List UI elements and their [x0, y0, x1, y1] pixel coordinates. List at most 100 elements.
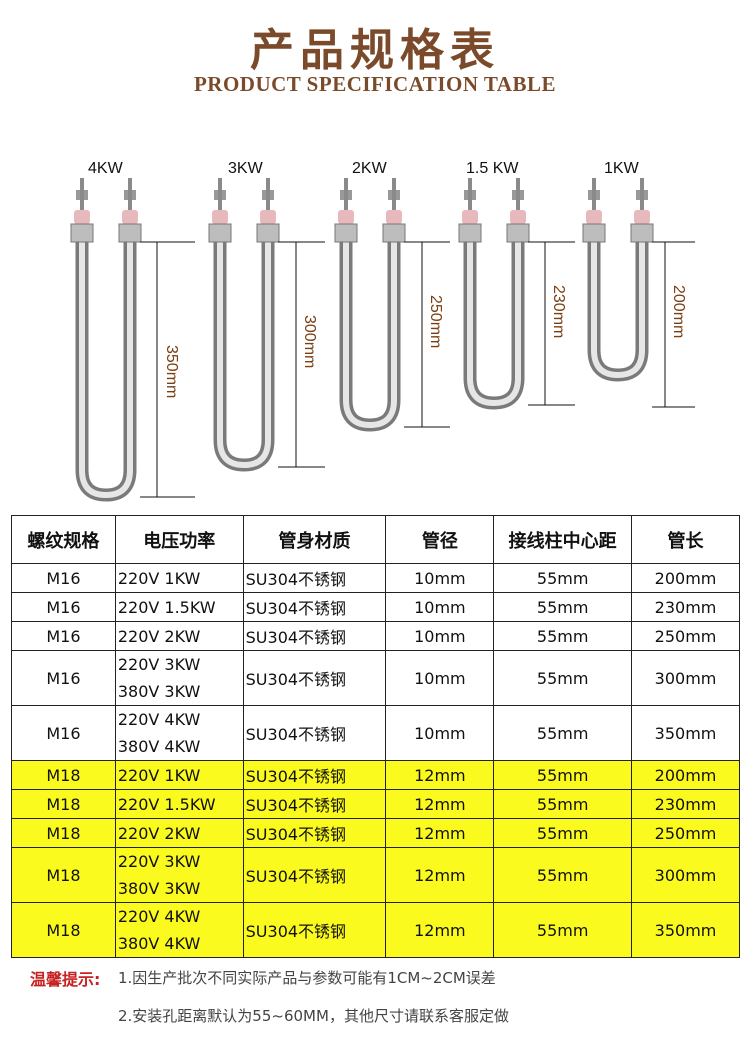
voltage-line: 380V 4KW — [117, 934, 201, 953]
cell-length: 230mm — [631, 592, 740, 622]
cell-pitch: 55mm — [493, 789, 633, 819]
table-row: M18 220V 1.5KW SU304不锈钢 12mm 55mm 230mm — [11, 789, 740, 819]
cell-voltage-power: 220V 1KW — [114, 760, 244, 790]
cell-length: 350mm — [631, 902, 740, 958]
cell-diameter: 12mm — [385, 902, 495, 958]
cell-material: SU304不锈钢 — [242, 760, 387, 790]
cell-thread: M18 — [11, 818, 116, 848]
cell-thread: M18 — [11, 902, 116, 958]
cell-voltage-power: 220V 3KW 380V 3KW — [114, 847, 244, 903]
cell-thread: M16 — [11, 563, 116, 593]
cell-diameter: 10mm — [385, 705, 495, 761]
cell-voltage-power: 220V 2KW — [114, 621, 244, 651]
note-line-1: 1.因生产批次不同实际产品与参数可能有1CM~2CM误差 — [118, 969, 496, 987]
cell-material: SU304不锈钢 — [242, 847, 387, 903]
heater-length-label: 200mm — [670, 285, 687, 339]
cell-pitch: 55mm — [493, 705, 633, 761]
cell-pitch: 55mm — [493, 760, 633, 790]
cell-material: SU304不锈钢 — [242, 818, 387, 848]
cell-pitch: 55mm — [493, 847, 633, 903]
heater-3kw-image — [213, 233, 275, 472]
cell-length: 300mm — [631, 650, 740, 706]
table-row: M16 220V 3KW 380V 3KW SU304不锈钢 10mm 55mm… — [11, 650, 740, 706]
heater-length-label: 350mm — [163, 345, 180, 399]
table-row: M16 220V 1KW SU304不锈钢 10mm 55mm 200mm — [11, 563, 740, 593]
cell-pitch: 55mm — [493, 592, 633, 622]
table-row: M16 220V 4KW 380V 4KW SU304不锈钢 10mm 55mm… — [11, 705, 740, 761]
voltage-line: 220V 3KW — [117, 852, 201, 871]
heater-power-label: 3KW — [228, 160, 263, 177]
cell-voltage-power: 220V 4KW 380V 4KW — [114, 705, 244, 761]
cell-thread: M18 — [11, 760, 116, 790]
cell-material: SU304不锈钢 — [242, 592, 387, 622]
cell-pitch: 55mm — [493, 621, 633, 651]
note-line-2: 2.安装孔距离默认为55~60MM，其他尺寸请联系客服定做 — [118, 1007, 509, 1025]
cell-diameter: 10mm — [385, 563, 495, 593]
cell-diameter: 10mm — [385, 621, 495, 651]
cell-diameter: 10mm — [385, 592, 495, 622]
col-header-material: 管身材质 — [242, 515, 387, 564]
page-subtitle: PRODUCT SPECIFICATION TABLE — [193, 72, 556, 96]
table-row: M16 220V 1.5KW SU304不锈钢 10mm 55mm 230mm — [11, 592, 740, 622]
cell-material: SU304不锈钢 — [242, 789, 387, 819]
terminal-fittings — [70, 178, 654, 243]
cell-length: 200mm — [631, 563, 740, 593]
cell-voltage-power: 220V 1.5KW — [114, 592, 244, 622]
col-header-thread: 螺纹规格 — [11, 515, 116, 564]
cell-voltage-power: 220V 3KW 380V 3KW — [114, 650, 244, 706]
heater-power-label: 4KW — [88, 160, 123, 177]
heater-power-label: 2KW — [352, 160, 387, 177]
cell-pitch: 55mm — [493, 563, 633, 593]
dimension-lines — [140, 241, 695, 498]
cell-material: SU304不锈钢 — [242, 563, 387, 593]
cell-pitch: 55mm — [493, 818, 633, 848]
notes-label: 温馨提示: — [30, 970, 101, 989]
heater-1-5kw-image — [463, 233, 525, 410]
cell-length: 230mm — [631, 789, 740, 819]
cell-diameter: 10mm — [385, 650, 495, 706]
cell-thread: M16 — [11, 650, 116, 706]
col-header-voltage-power: 电压功率 — [114, 515, 244, 564]
cell-material: SU304不锈钢 — [242, 705, 387, 761]
cell-thread: M16 — [11, 705, 116, 761]
table-row: M18 220V 3KW 380V 3KW SU304不锈钢 12mm 55mm… — [11, 847, 740, 903]
cell-material: SU304不锈钢 — [242, 650, 387, 706]
table-row: M18 220V 2KW SU304不锈钢 12mm 55mm 250mm — [11, 818, 740, 848]
cell-length: 250mm — [631, 818, 740, 848]
cell-length: 200mm — [631, 760, 740, 790]
cell-thread: M16 — [11, 621, 116, 651]
heater-length-label: 230mm — [550, 285, 567, 339]
heater-length-label: 300mm — [301, 315, 318, 369]
col-header-terminal-pitch: 接线柱中心距 — [493, 515, 633, 564]
cell-thread: M18 — [11, 847, 116, 903]
cell-thread: M18 — [11, 789, 116, 819]
spec-table: 螺纹规格 电压功率 管身材质 管径 接线柱中心距 管长 M16 220V 1KW… — [11, 515, 740, 958]
cell-material: SU304不锈钢 — [242, 902, 387, 958]
cell-length: 250mm — [631, 621, 740, 651]
cell-diameter: 12mm — [385, 789, 495, 819]
cell-material: SU304不锈钢 — [242, 621, 387, 651]
cell-pitch: 55mm — [493, 650, 633, 706]
cell-diameter: 12mm — [385, 760, 495, 790]
heater-2kw-image — [339, 233, 401, 432]
col-header-length: 管长 — [631, 515, 740, 564]
cell-voltage-power: 220V 1.5KW — [114, 789, 244, 819]
col-header-diameter: 管径 — [385, 515, 495, 564]
cell-pitch: 55mm — [493, 902, 633, 958]
heater-illustrations — [70, 178, 695, 502]
cell-diameter: 12mm — [385, 818, 495, 848]
table-row: M18 220V 1KW SU304不锈钢 12mm 55mm 200mm — [11, 760, 740, 790]
table-row: M18 220V 4KW 380V 4KW SU304不锈钢 12mm 55mm… — [11, 902, 740, 958]
cell-diameter: 12mm — [385, 847, 495, 903]
heater-4kw-image — [75, 233, 137, 502]
voltage-line: 220V 4KW — [117, 907, 201, 926]
cell-length: 350mm — [631, 705, 740, 761]
heater-power-label: 1.5 KW — [466, 160, 519, 177]
voltage-line: 220V 3KW — [117, 655, 201, 674]
heater-length-label: 250mm — [427, 295, 444, 349]
heater-1kw-image — [587, 233, 649, 382]
cell-voltage-power: 220V 2KW — [114, 818, 244, 848]
voltage-line: 380V 4KW — [117, 737, 201, 756]
heater-power-label: 1KW — [604, 160, 639, 177]
cell-thread: M16 — [11, 592, 116, 622]
